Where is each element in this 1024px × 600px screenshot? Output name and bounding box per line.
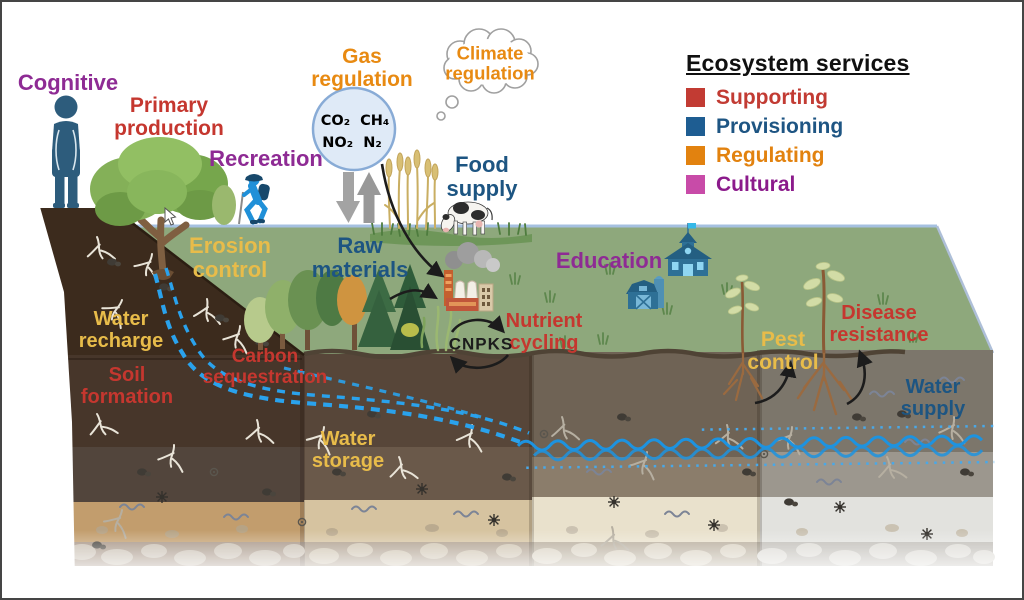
barn-icon (626, 276, 664, 310)
cultural-swatch (686, 174, 705, 194)
supporting-swatch (686, 87, 705, 107)
gas-exchange-arrows (336, 172, 381, 223)
factory-icon (444, 242, 500, 312)
legend-item-provisioning: Provisioning (686, 115, 936, 137)
water-stream (152, 267, 530, 445)
regulating-swatch (686, 145, 705, 165)
mouse-cursor-icon (164, 206, 177, 226)
legend-item-supporting: Supporting (686, 86, 936, 108)
hiker-icon (238, 174, 270, 225)
legend: Ecosystem services Supporting Provisioni… (686, 50, 936, 202)
flow-arrows (380, 163, 873, 406)
bottom-fade (42, 530, 1002, 580)
water-table (516, 424, 995, 470)
legend-title: Ecosystem services (686, 50, 910, 76)
school-icon (664, 223, 712, 276)
wheat-icon (384, 149, 439, 230)
forest-icon (212, 185, 462, 352)
plant-with-roots-icon (796, 262, 854, 416)
legend-item-label: Provisioning (716, 114, 844, 138)
cow-icon (440, 201, 493, 236)
legend-item-label: Cultural (716, 172, 796, 196)
standing-person-icon (52, 95, 80, 208)
provisioning-swatch (686, 116, 705, 136)
legend-item-label: Regulating (716, 143, 825, 167)
legend-item-regulating: Regulating (686, 144, 936, 166)
tree-icon (90, 137, 228, 280)
legend-item-cultural: Cultural (686, 173, 936, 195)
legend-item-label: Supporting (716, 85, 828, 109)
gas-bubble-icon (311, 86, 397, 172)
plant-with-roots-icon (722, 274, 764, 402)
thought-cloud-icon (436, 28, 539, 121)
left-edge-mask (2, 202, 75, 582)
